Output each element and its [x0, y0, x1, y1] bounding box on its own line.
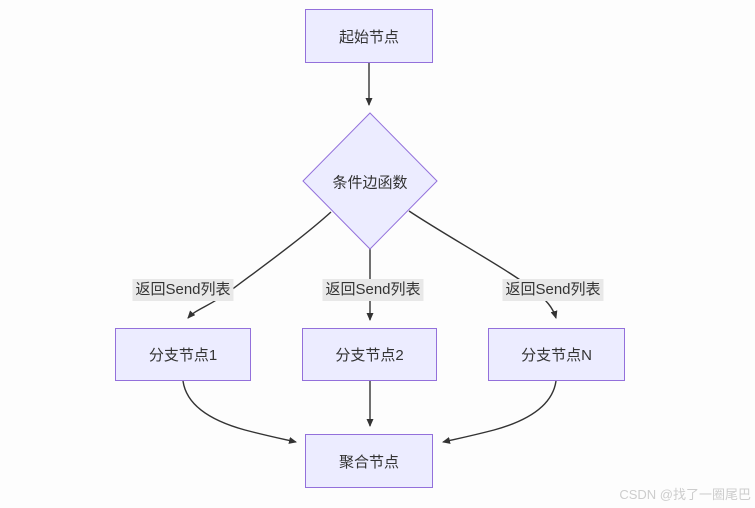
edge-branchN-to-aggregate: [442, 380, 557, 444]
edge-branch1-to-aggregate: [182, 380, 297, 444]
edge-label-right: 返回Send列表: [502, 279, 604, 301]
condition-diamond-shape: [302, 112, 438, 250]
branch-node-1: 分支节点1: [115, 328, 251, 381]
aggregate-node: 聚合节点: [305, 434, 433, 488]
edge-condition-to-branch1: [187, 211, 332, 319]
edge-label-middle: 返回Send列表: [322, 279, 424, 301]
branch-node-2: 分支节点2: [302, 328, 437, 381]
edge-label-left: 返回Send列表: [132, 279, 234, 301]
condition-node-label: 条件边函数: [332, 174, 408, 192]
branch-node-n: 分支节点N: [488, 328, 625, 381]
csdn-watermark: CSDN @找了一圈尾巴: [619, 487, 751, 502]
start-node: 起始节点: [305, 9, 433, 63]
edge-condition-to-branchN: [408, 210, 558, 319]
